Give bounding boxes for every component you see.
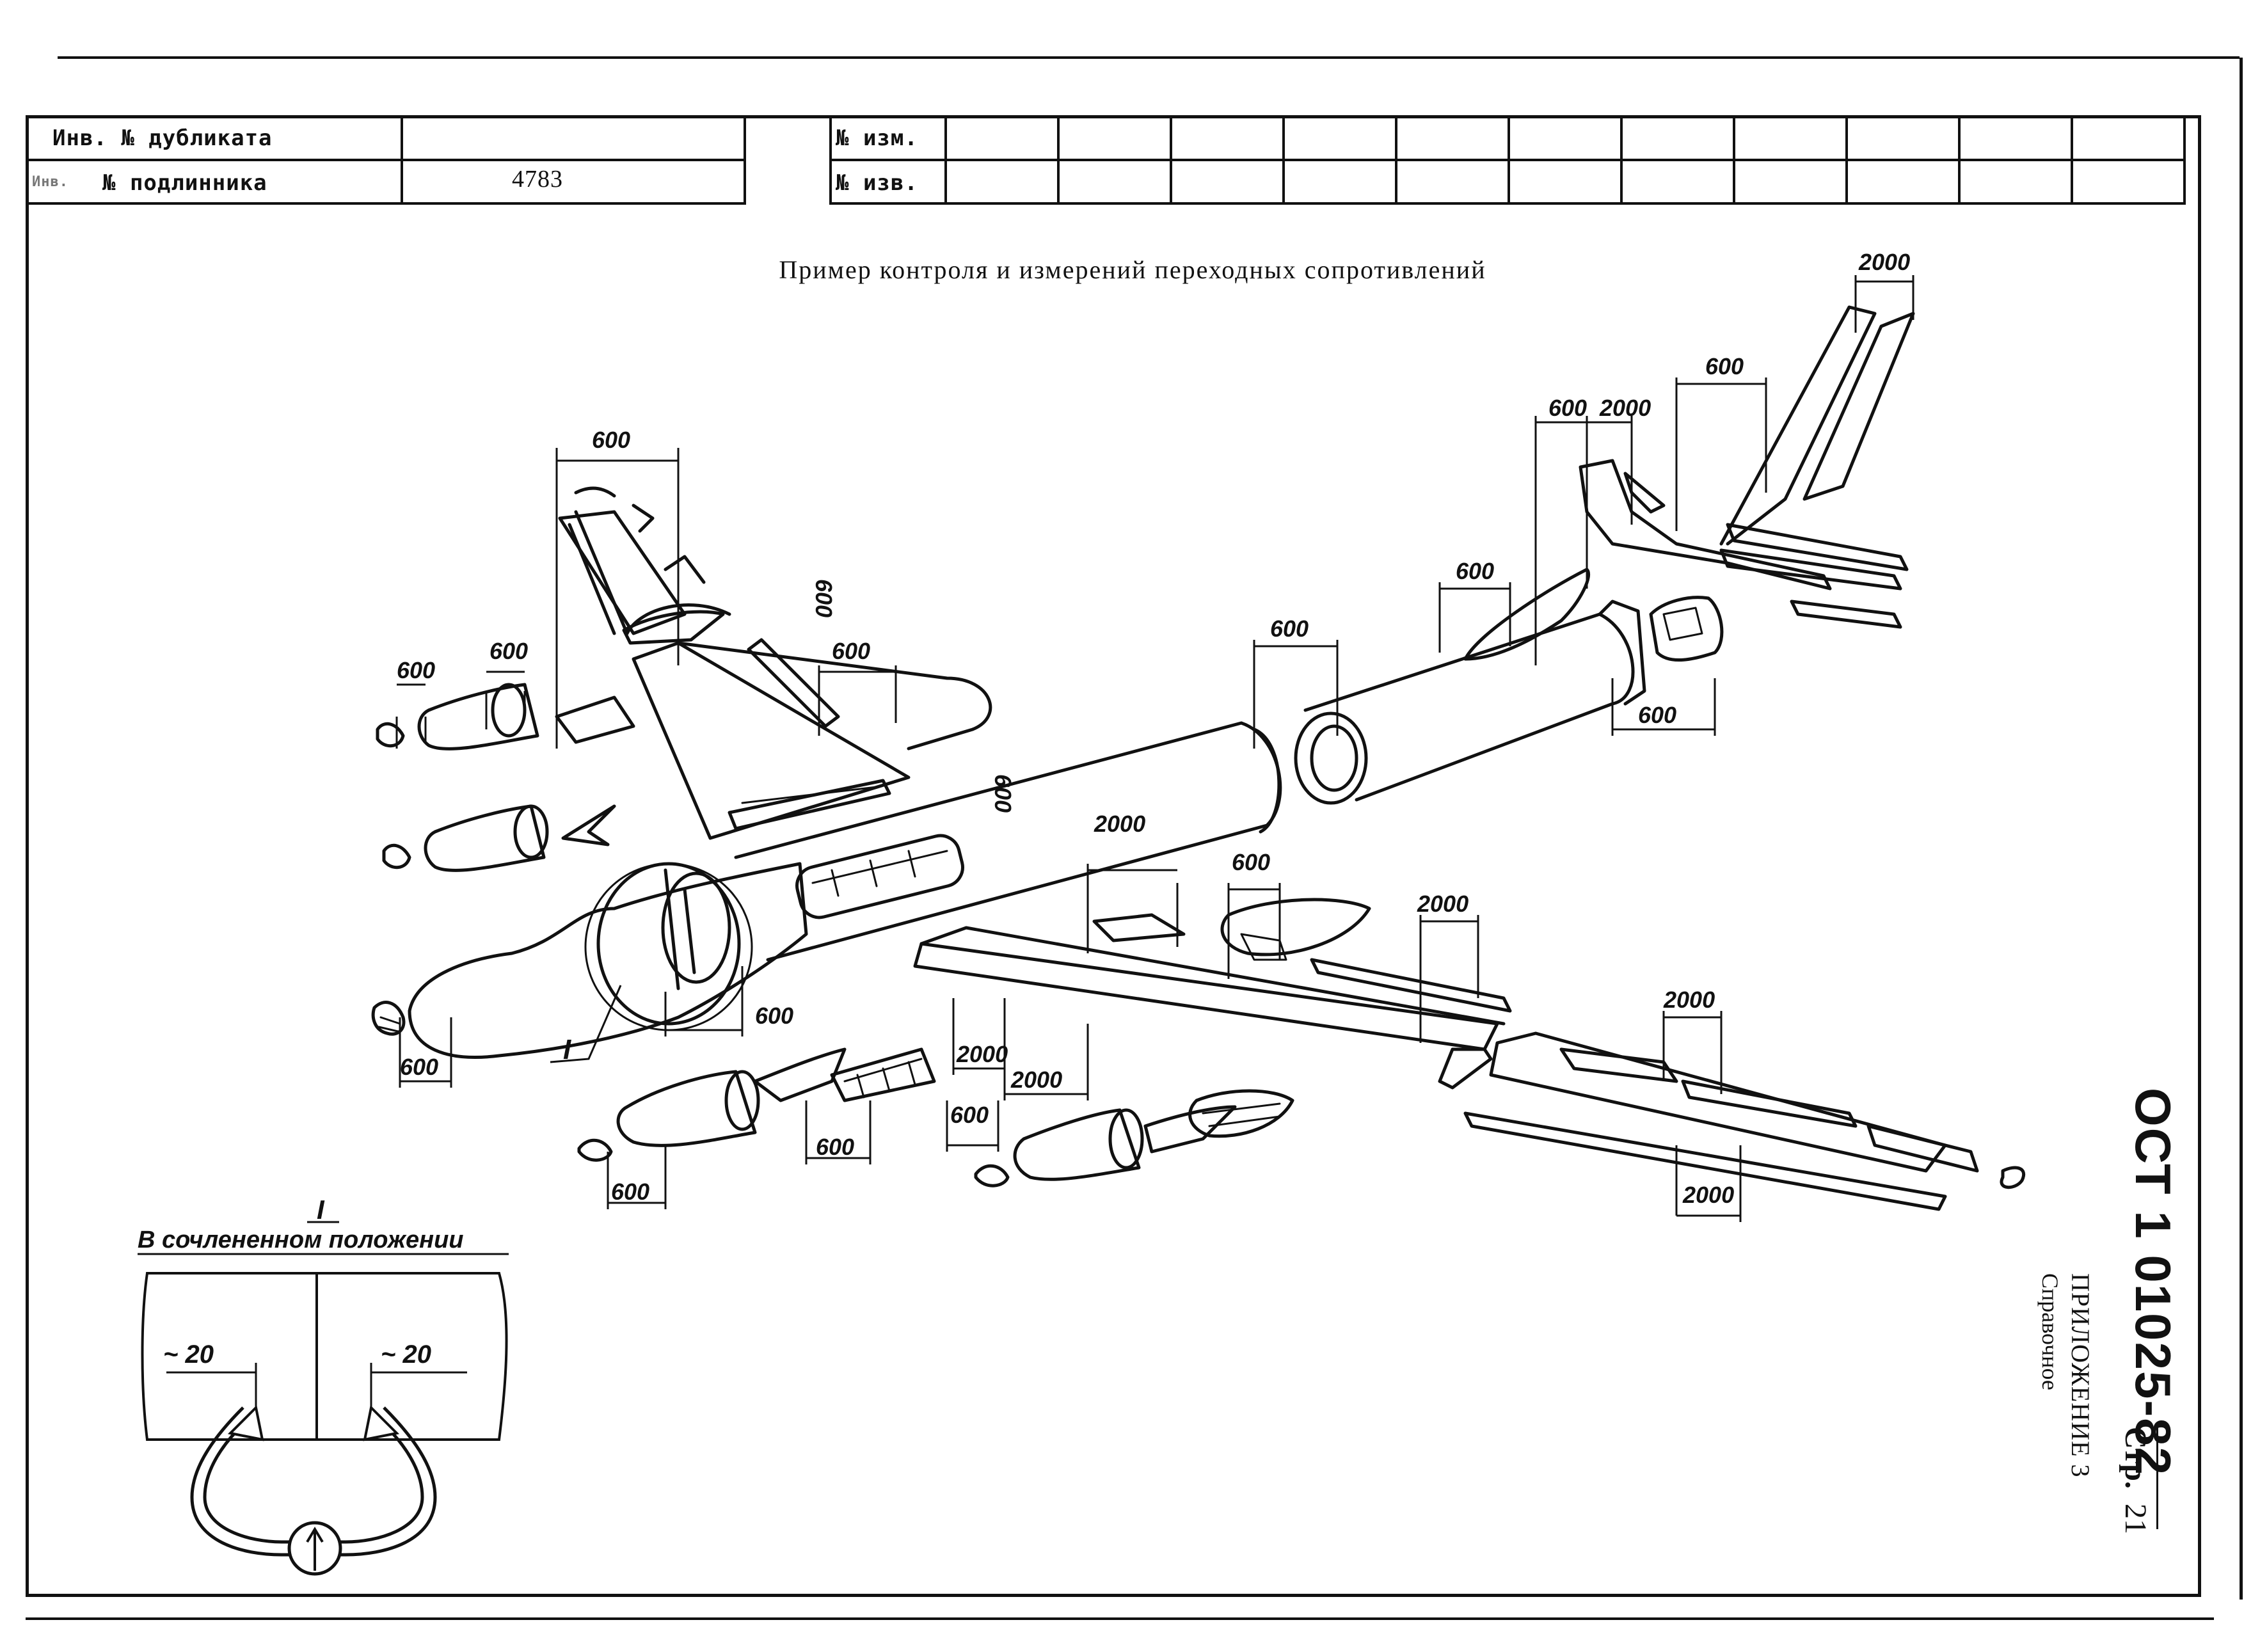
bottom-rule (26, 1617, 2214, 1620)
upper-left-engine-1 (376, 683, 635, 751)
dim-label: 600 (1232, 849, 1270, 875)
dim-label: 600 (1548, 395, 1587, 421)
dim-label: 600 (397, 657, 435, 683)
orig-inv-prefix: Инв. (32, 174, 68, 190)
dup-inv-label: Инв. № дубликата (52, 125, 273, 151)
page-number: 21 (2119, 1504, 2153, 1534)
dim-label: 2000 (1417, 891, 1468, 917)
left-wing (625, 603, 992, 840)
top-rule (58, 56, 2240, 59)
nose-cone (371, 1001, 406, 1036)
orig-inv-label: № подлинника (102, 170, 267, 196)
dim-label: 600 (592, 427, 630, 453)
detail-i-inset: I В сочлененном положении ~ 20 ~ 20 (138, 1195, 509, 1576)
dim-label: 600 (489, 638, 528, 664)
appendix-title: ПРИЛОЖЕНИЕ 3 (2066, 1273, 2095, 1478)
dim-label: 600 (1456, 558, 1494, 584)
dim-label: 2000 (1010, 1067, 1062, 1093)
detail-dim-right: ~ 20 (381, 1340, 431, 1369)
page-title: Пример контроля и измерений переходных с… (779, 255, 1486, 284)
dim-label: 600 (755, 1003, 793, 1029)
dim-label: 600 (950, 1102, 989, 1128)
dim-label: 600 (1270, 616, 1309, 642)
dim-label: 2000 (1858, 249, 1910, 275)
dim-label: 600 (1638, 702, 1676, 728)
dim-label: 600 (816, 1134, 854, 1160)
change-grid-cell (2071, 159, 2186, 205)
dimension-labels: 600 600 600 600 600 2000 600 2000 600 60… (397, 249, 1910, 1208)
lower-right-engine (974, 1089, 1294, 1187)
page-number-underline (2156, 1427, 2158, 1529)
detail-i-title: I (317, 1195, 325, 1225)
dim-label: 600 (400, 1054, 438, 1080)
center-fuselage (734, 721, 1282, 962)
aft-fuselage (1294, 568, 1724, 805)
dimension-brackets (395, 275, 1914, 1222)
notice-no-label: № изв. (836, 170, 918, 196)
left-vertical-fin (558, 486, 725, 645)
upper-left-engine-2 (382, 804, 616, 872)
dim-label: 600 (611, 1179, 649, 1205)
dim-label: 2000 (956, 1041, 1008, 1067)
right-wing (913, 898, 1512, 1090)
page-label: Стр. (2119, 1427, 2153, 1489)
appendix-type: Справочное (2037, 1273, 2063, 1390)
dim-label: 600 (1705, 353, 1744, 379)
detail-caption: В сочлененном положении (138, 1227, 464, 1253)
change-no-label: № изм. (836, 125, 918, 151)
dim-label: 2000 (1094, 811, 1145, 837)
dim-label: 600 (990, 774, 1016, 813)
detail-i-ref: I (563, 1034, 571, 1065)
dim-label: 2000 (1682, 1182, 1734, 1208)
dim-label: 600 (832, 638, 870, 664)
forward-fuselage (408, 862, 808, 1059)
dim-label: 2000 (1663, 987, 1715, 1013)
orig-inv-value: 4783 (512, 166, 563, 193)
standard-number: ОСТ 1 01025-82 (2125, 1088, 2181, 1477)
dim-label: 600 (811, 579, 837, 617)
detail-dim-left: ~ 20 (163, 1340, 214, 1369)
lower-left-engine (577, 1047, 936, 1162)
right-edge-line (2240, 58, 2243, 1600)
orig-inv-value-cell (401, 159, 746, 205)
dim-label: 2000 (1599, 395, 1651, 421)
outer-right-wing (1463, 1031, 2026, 1211)
tail-empennage (1579, 305, 1915, 629)
